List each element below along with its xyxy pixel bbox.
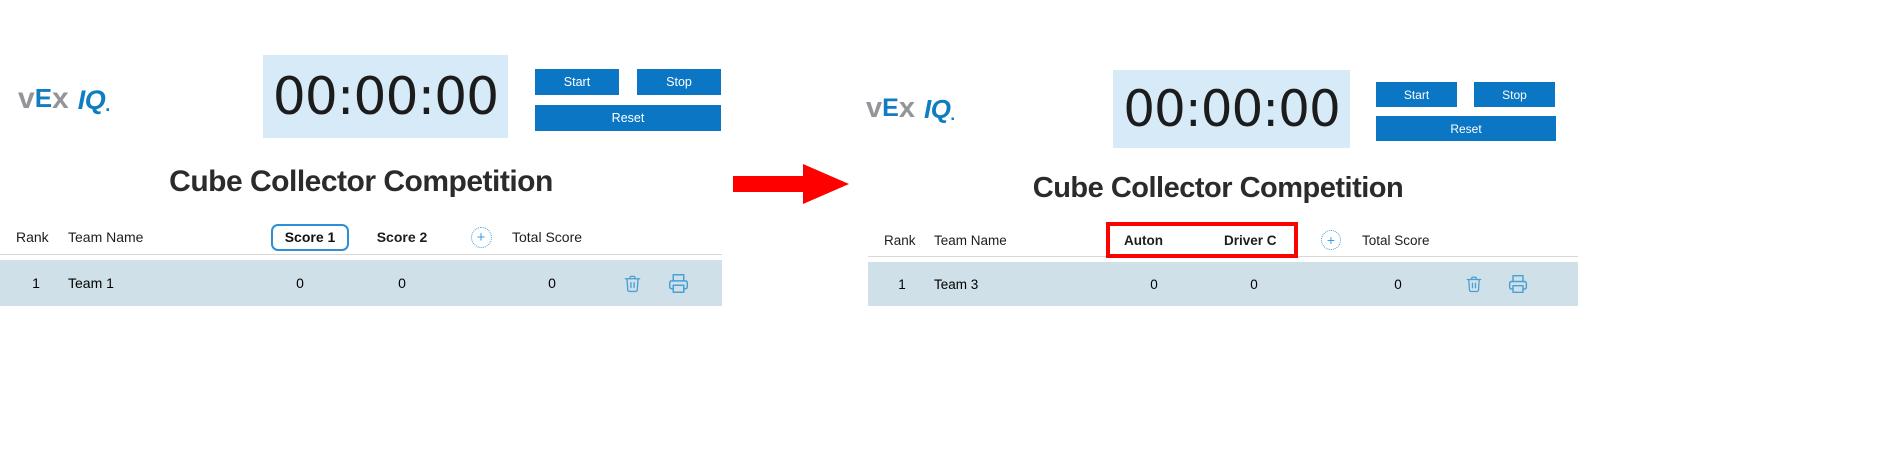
print-row-button[interactable] (660, 260, 696, 306)
timer-controls-row-2: Reset (1376, 116, 1556, 141)
right-arrow-icon (733, 164, 849, 204)
print-row-button[interactable] (1500, 262, 1536, 306)
panel-before: v E x IQ . 00:00:00 Start Stop Reset Cub… (0, 0, 900, 306)
add-column-icon[interactable]: + (1321, 230, 1341, 250)
cell-score1[interactable]: 0 (296, 275, 304, 291)
cell-team-name[interactable]: Team 3 (934, 276, 979, 292)
cell-score2[interactable]: 0 (398, 275, 406, 291)
trash-icon (1465, 274, 1483, 294)
score1-header-input[interactable]: Score 1 (271, 223, 349, 251)
reset-button[interactable]: Reset (535, 105, 721, 131)
vex-iq-logo: v E x IQ . (18, 82, 110, 116)
header-divider (0, 254, 722, 255)
header-driver-control[interactable]: Driver C (1224, 232, 1277, 248)
logo-letter-e: E (882, 94, 899, 122)
logo-letter-x: x (898, 92, 915, 124)
panel-after: v E x IQ . 00:00:00 Start Stop Reset Cub… (858, 0, 1898, 306)
printer-icon (1508, 274, 1528, 294)
header-total-score: Total Score (1362, 232, 1430, 248)
start-button[interactable]: Start (535, 69, 619, 95)
header-score1-cell: Score 1 (270, 220, 350, 254)
logo-letter-v: v (866, 92, 883, 124)
competition-title: Cube Collector Competition (169, 165, 553, 198)
cell-auton-score[interactable]: 0 (1150, 276, 1158, 292)
vex-iq-logo: v E x IQ . (866, 92, 955, 125)
cell-driver-score[interactable]: 0 (1250, 276, 1258, 292)
toolbar-before: v E x IQ . 00:00:00 Start Stop Reset (0, 0, 900, 138)
cell-total-score: 0 (548, 275, 556, 291)
logo-text-iq: IQ (77, 85, 106, 115)
delete-row-button[interactable] (614, 260, 650, 306)
trash-icon (623, 273, 642, 294)
timer-controls-row-1: Start Stop (535, 69, 721, 95)
competition-title: Cube Collector Competition (1032, 172, 1404, 204)
header-auton[interactable]: Auton (1124, 232, 1163, 248)
cell-rank: 1 (898, 276, 906, 292)
stop-button[interactable]: Stop (1474, 82, 1555, 107)
logo-letter-v: v (18, 82, 35, 115)
header-divider (868, 256, 1578, 257)
toolbar-after: v E x IQ . 00:00:00 Start Stop Reset (858, 0, 1898, 148)
header-total-score: Total Score (512, 229, 583, 245)
transition-arrow (733, 160, 849, 213)
header-rank: Rank (884, 232, 916, 248)
add-column-cell: + (1316, 224, 1346, 256)
header-rank: Rank (16, 229, 49, 245)
logo-registered-mark: . (105, 95, 111, 115)
delete-row-button[interactable] (1456, 262, 1492, 306)
header-team-name: Team Name (68, 229, 144, 245)
header-team-name: Team Name (934, 232, 1007, 248)
table-header-row: Rank Team Name Auton Driver C + Total Sc… (868, 224, 1578, 256)
add-column-icon[interactable]: + (470, 226, 492, 248)
scores-table-before: Rank Team Name Score 1 Score 2 + Total S… (0, 220, 722, 306)
logo-text-iq: IQ (923, 94, 951, 124)
match-timer-display: 00:00:00 (263, 55, 508, 138)
table-header-row: Rank Team Name Score 1 Score 2 + Total S… (0, 220, 722, 254)
logo-letter-e: E (34, 83, 53, 113)
timer-controls-before: Start Stop Reset (535, 69, 721, 131)
logo-letter-x: x (52, 82, 69, 115)
match-timer-display: 00:00:00 (1113, 70, 1350, 148)
table-row[interactable]: 1 Team 3 0 0 0 (868, 262, 1578, 306)
table-row[interactable]: 1 Team 1 0 0 0 (0, 260, 722, 306)
cell-rank: 1 (32, 275, 40, 291)
printer-icon (668, 273, 689, 294)
add-column-cell: + (466, 220, 496, 254)
timer-controls-after: Start Stop Reset (1376, 82, 1556, 141)
cell-total-score: 0 (1394, 276, 1402, 292)
cell-team-name[interactable]: Team 1 (68, 275, 114, 291)
header-score2[interactable]: Score 2 (376, 229, 428, 245)
logo-registered-mark: . (950, 105, 956, 124)
stop-button[interactable]: Stop (637, 69, 721, 95)
scores-table-after: Rank Team Name Auton Driver C + Total Sc… (868, 224, 1578, 306)
timer-controls-row-2: Reset (535, 105, 721, 131)
reset-button[interactable]: Reset (1376, 116, 1556, 141)
start-button[interactable]: Start (1376, 82, 1457, 107)
timer-controls-row-1: Start Stop (1376, 82, 1556, 107)
